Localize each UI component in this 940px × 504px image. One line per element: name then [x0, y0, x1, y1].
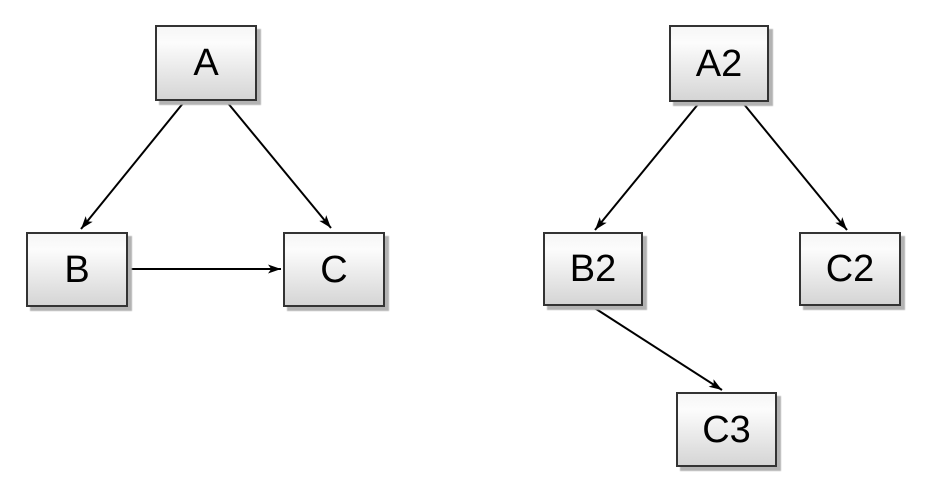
node-b2: B2 [543, 232, 643, 306]
node-c2: C2 [799, 232, 901, 306]
node-a2: A2 [669, 25, 769, 102]
node-c3: C3 [676, 392, 777, 467]
node-label-c: C [320, 248, 348, 291]
node-c: C [283, 232, 385, 307]
node-label-c3: C3 [702, 408, 751, 451]
node-label-b: B [64, 248, 90, 291]
node-label-b2: B2 [569, 248, 617, 290]
node-b: B [26, 232, 128, 307]
node-label-a2: A2 [695, 42, 743, 85]
node-a: A [155, 25, 257, 101]
node-label-a: A [193, 42, 219, 84]
node-label-c2: C2 [825, 248, 875, 290]
